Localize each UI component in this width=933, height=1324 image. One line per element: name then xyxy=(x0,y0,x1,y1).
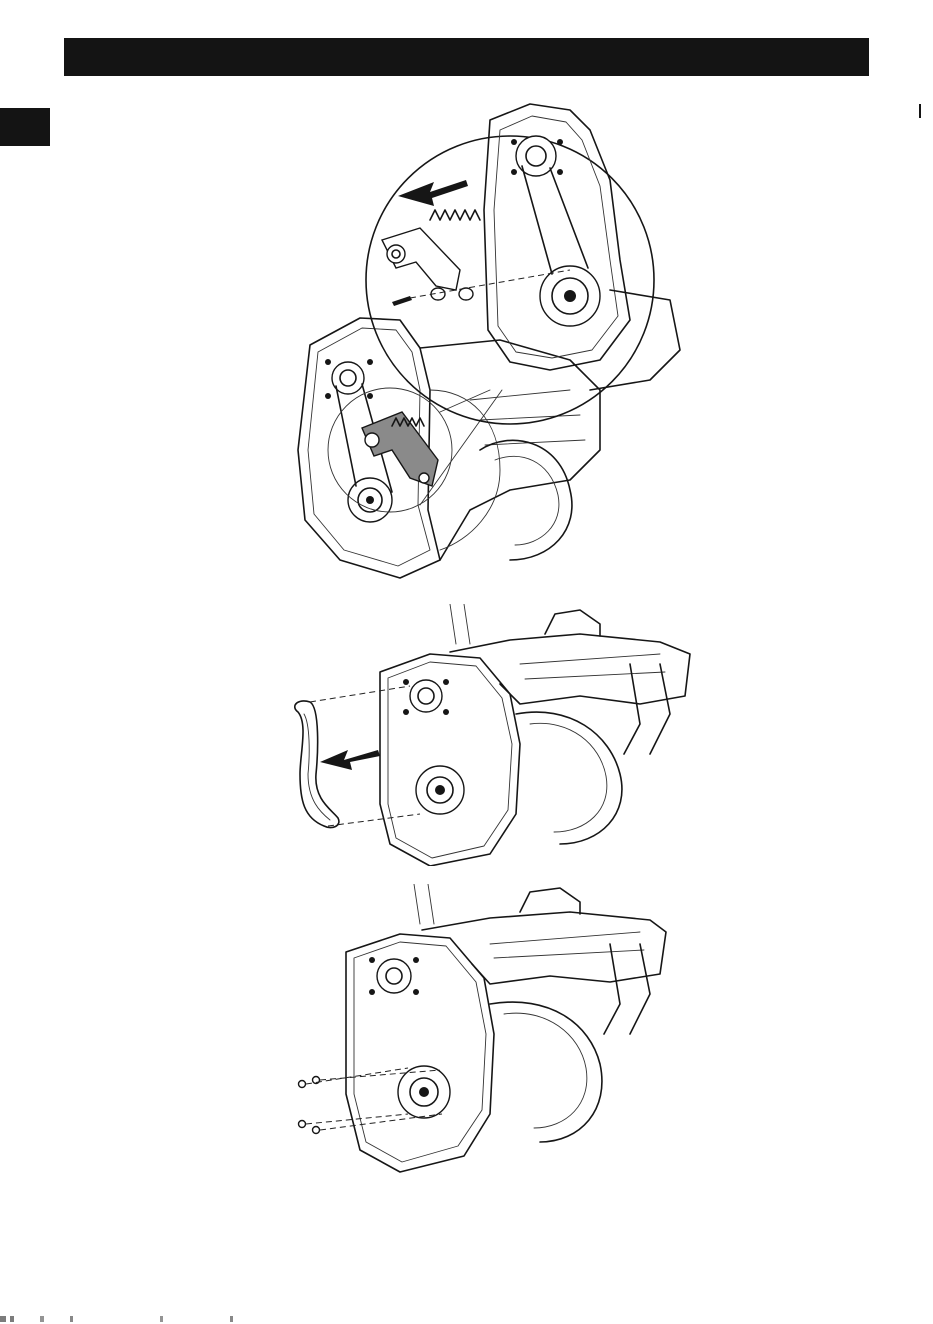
magnified-detail-inset xyxy=(366,104,680,424)
auger-housing-drawing xyxy=(380,604,690,866)
drive-belt-removal-illustration xyxy=(280,604,700,866)
section-header-bar xyxy=(64,38,869,76)
removal-arrow-icon xyxy=(320,750,380,770)
auger-housing-drawing xyxy=(298,318,600,578)
margin-mark xyxy=(919,104,921,118)
page-footer-fragment xyxy=(0,1316,260,1322)
language-tab xyxy=(0,108,50,146)
pulley-cover-screws-illustration xyxy=(290,884,700,1178)
auger-housing-drawing xyxy=(346,884,666,1172)
belt-tensioner-removal-illustration xyxy=(270,90,690,590)
screw-icon xyxy=(299,1077,320,1134)
